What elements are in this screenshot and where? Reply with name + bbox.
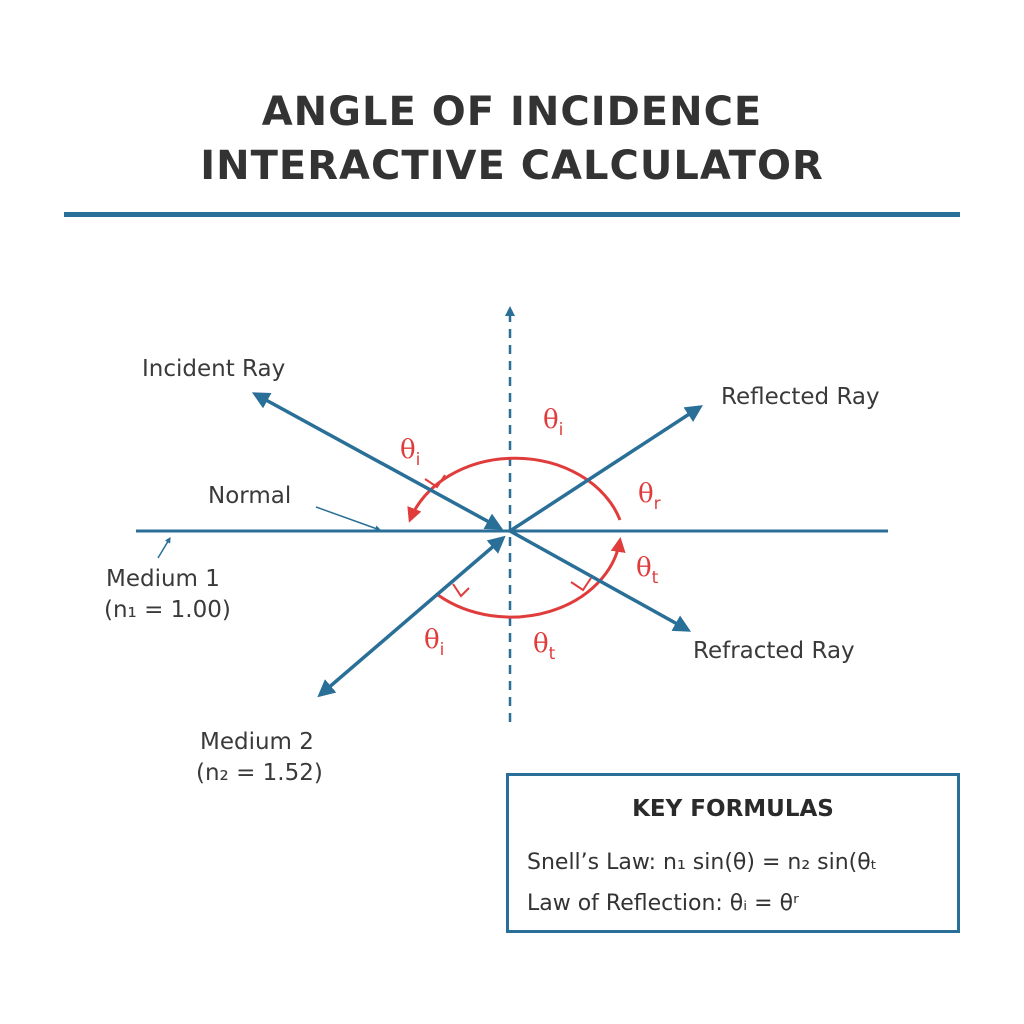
medium1-name: Medium 1 xyxy=(106,566,220,592)
angle-label-refracted-right: θt xyxy=(636,553,659,588)
medium2-index: (n₂ = 1.52) xyxy=(196,760,323,786)
page-title-line-1: ANGLE OF INCIDENCE xyxy=(261,89,763,135)
medium2-name: Medium 2 xyxy=(200,729,314,755)
right-angle-marker-lower-left xyxy=(452,583,470,598)
normal-leader xyxy=(315,506,382,532)
law-of-reflection-formula: Law of Reflection: θᵢ = θʳ xyxy=(527,891,799,916)
angle-label-reflected: θr xyxy=(638,479,661,514)
angle-label-incident-lower: θi xyxy=(424,625,444,660)
incident-ray xyxy=(251,392,504,530)
angle-label-incident-upper-left: θi xyxy=(400,435,420,470)
refracted-ray xyxy=(509,529,692,632)
angle-label-incident-top: θi xyxy=(543,405,563,440)
snells-law-formula: Snell’s Law: n₁ sin(θ) = n₂ sin(θₜ xyxy=(527,850,878,875)
normal-label: Normal xyxy=(208,483,291,509)
incident-ray-label: Incident Ray xyxy=(142,356,285,382)
lower-ray xyxy=(317,535,506,698)
title-divider xyxy=(64,212,960,217)
reflected-ray-label: Reflected Ray xyxy=(721,384,880,410)
medium1-index: (n₁ = 1.00) xyxy=(104,597,231,623)
right-angle-marker-upper xyxy=(424,474,446,489)
refracted-ray-label: Refracted Ray xyxy=(693,638,855,664)
right-angle-marker-lower-right xyxy=(570,577,592,592)
angle-arc-upper xyxy=(407,456,622,523)
angle-label-refracted-bottom: θt xyxy=(533,629,556,664)
key-formulas-title: KEY FORMULAS xyxy=(632,796,834,822)
medium1-leader xyxy=(157,536,171,559)
page-title-line-2: INTERACTIVE CALCULATOR xyxy=(200,143,824,189)
reflected-ray xyxy=(509,405,703,533)
key-formulas-panel: KEY FORMULAS Snell’s Law: n₁ sin(θ) = n₂… xyxy=(506,773,960,933)
